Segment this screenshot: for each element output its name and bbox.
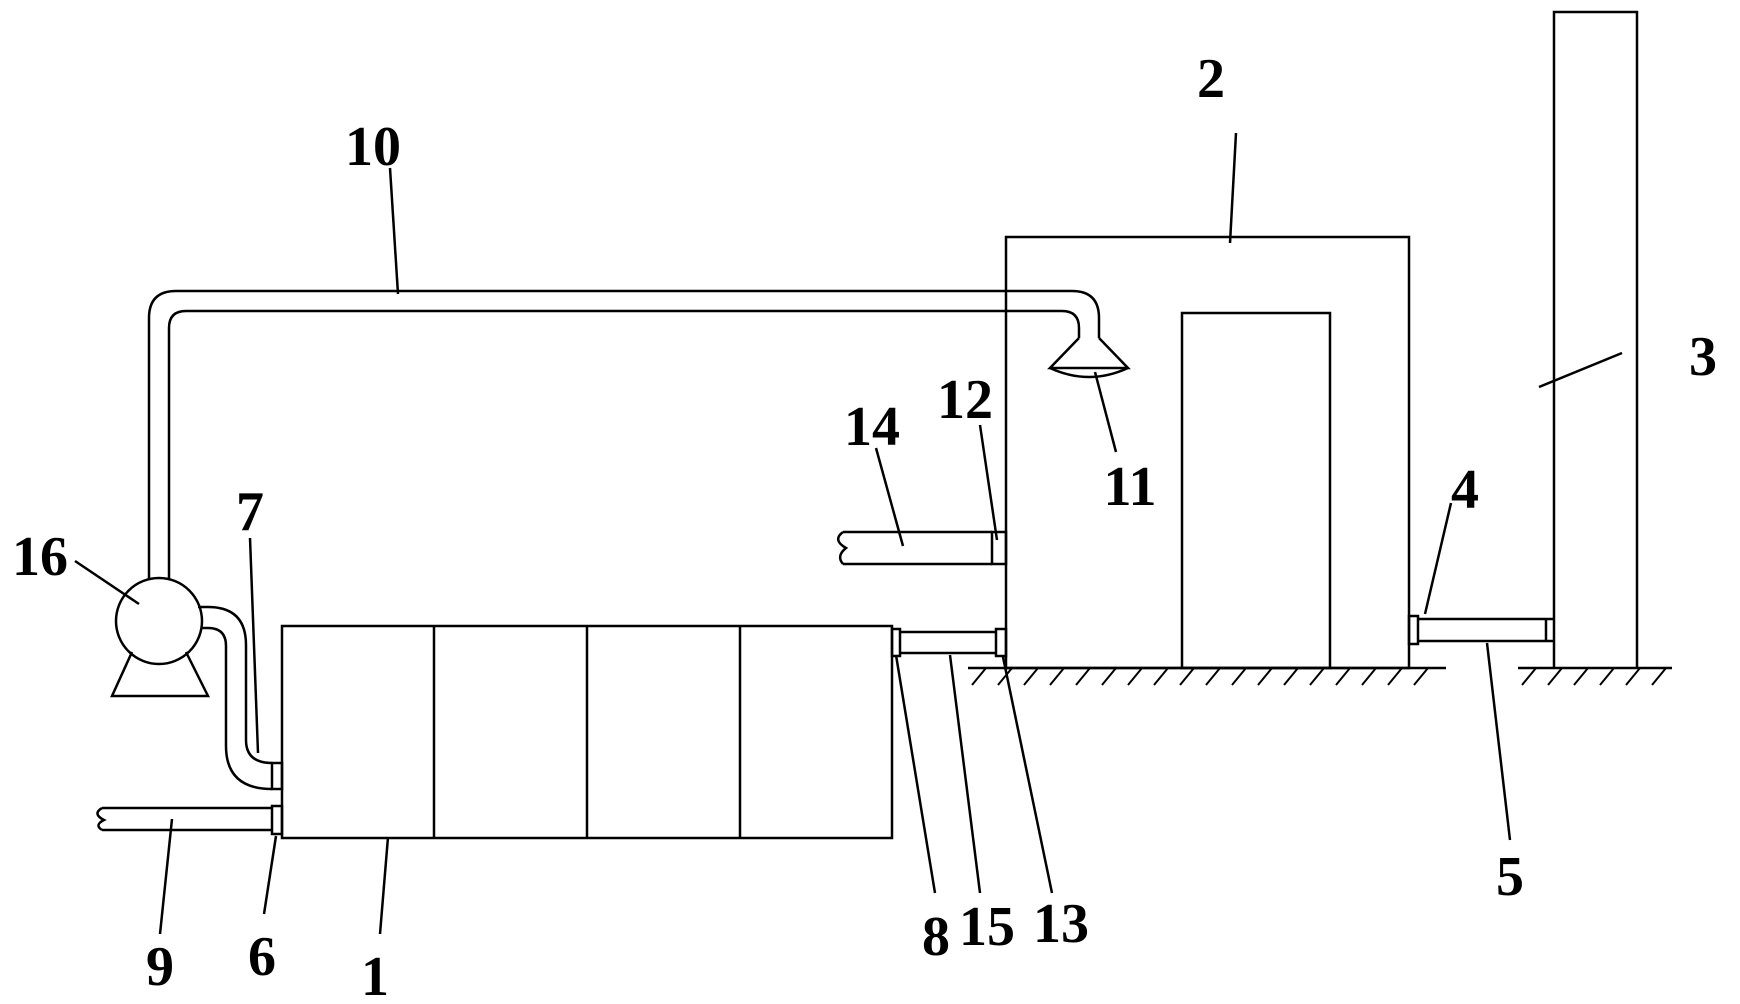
label-7: 7 <box>236 481 264 543</box>
pipe-10 <box>147 289 1101 580</box>
ground-hatch-mark <box>1387 667 1403 686</box>
ground-hatch-mark <box>1413 667 1429 686</box>
ground-left <box>968 666 1446 686</box>
ground-hatch-mark <box>971 667 987 686</box>
fitting-7 <box>270 761 284 791</box>
label-4: 4 <box>1451 459 1479 521</box>
label-6: 6 <box>248 926 276 988</box>
fitting-13 <box>994 627 1008 658</box>
ground-hatch-mark <box>1075 667 1091 686</box>
label-5: 5 <box>1496 846 1524 908</box>
ground-hatch-mark <box>1521 667 1537 686</box>
unit-1-box <box>280 624 894 840</box>
unit-3-chimney <box>1552 10 1639 668</box>
label-13: 13 <box>1033 893 1089 955</box>
label-14: 14 <box>844 396 900 458</box>
pipe-5 <box>1418 617 1554 643</box>
unit-2-room <box>1004 235 1411 670</box>
pipe-14 <box>837 530 992 566</box>
pump-outlet-pipe <box>198 605 273 791</box>
hood-11 <box>1047 337 1131 379</box>
pump-16 <box>110 576 211 698</box>
ground-hatch-mark <box>997 667 1013 686</box>
label-8: 8 <box>922 906 950 968</box>
label-11: 11 <box>1104 456 1157 518</box>
ground-hatch-mark <box>1023 667 1039 686</box>
ground-hatch-mark <box>1361 667 1377 686</box>
ground-hatch-mark <box>1283 667 1299 686</box>
pipe-9 <box>96 806 272 832</box>
ground-hatch-mark <box>1309 667 1325 686</box>
unit-2-door <box>1180 311 1332 670</box>
fitting-8 <box>890 627 902 658</box>
ground-hatch-mark <box>1205 667 1221 686</box>
ground-hatch-mark <box>1335 667 1351 686</box>
fitting-12 <box>990 530 1008 566</box>
label-3: 3 <box>1689 326 1717 388</box>
leader-lines <box>74 132 1623 935</box>
ground-hatch-mark <box>1153 667 1169 686</box>
label-12: 12 <box>937 369 993 431</box>
label-2: 2 <box>1197 48 1225 110</box>
ground-hatch-mark <box>1599 667 1615 686</box>
ground-hatch-mark <box>1573 667 1589 686</box>
ground-hatch-mark <box>1651 667 1667 686</box>
fitting-6 <box>270 804 284 836</box>
label-10: 10 <box>345 116 401 178</box>
ground-hatch-mark <box>1049 667 1065 686</box>
label-9: 9 <box>146 936 174 998</box>
ground-hatch-mark <box>1179 667 1195 686</box>
label-15: 15 <box>959 896 1015 958</box>
ground-hatch-mark <box>1127 667 1143 686</box>
pipe-15 <box>900 630 996 655</box>
ground-hatch-mark <box>1625 667 1641 686</box>
ground-hatch-mark <box>1547 667 1563 686</box>
label-1: 1 <box>361 946 389 1004</box>
ground-hatch-mark <box>1257 667 1273 686</box>
label-16: 16 <box>12 526 68 588</box>
ground-hatch-mark <box>1231 667 1247 686</box>
ground-right <box>1518 666 1672 686</box>
fitting-4 <box>1407 614 1420 646</box>
ground-hatch-mark <box>1101 667 1117 686</box>
